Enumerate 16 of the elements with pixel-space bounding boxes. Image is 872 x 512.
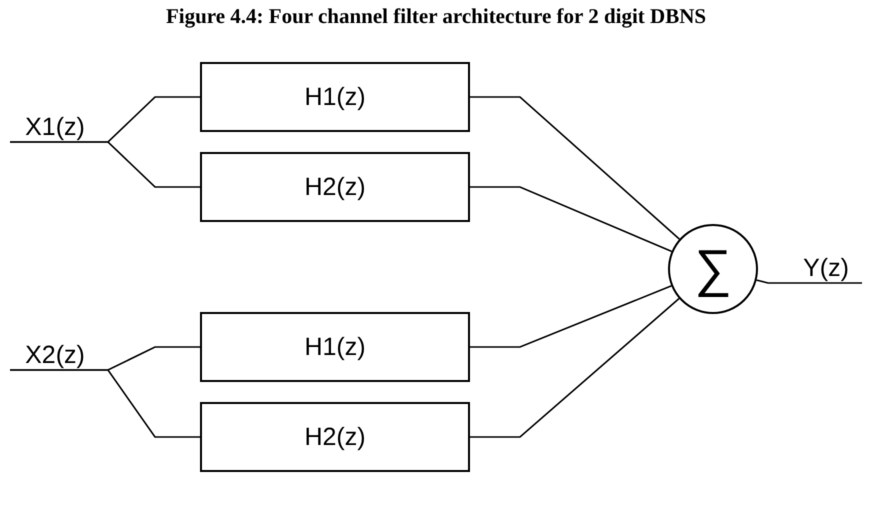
filter-box: H2(z) (200, 402, 470, 472)
connector-line (9, 369, 200, 438)
connector-line (756, 279, 863, 284)
input-label: X2(z) (25, 343, 85, 370)
filter-box: H1(z) (200, 62, 470, 132)
connector-line (470, 186, 672, 252)
figure-title: Figure 4.4: Four channel filter architecture for 2 digit DBNS (164, 4, 708, 29)
filter-box: H2(z) (200, 152, 470, 222)
output-label: Y(z) (803, 256, 849, 283)
input-label: X1(z) (25, 115, 85, 142)
connector-line (470, 285, 672, 348)
summation-circle: ∑ (668, 224, 758, 314)
connector-line (470, 96, 680, 240)
connector-line (470, 298, 680, 438)
connector-line (9, 141, 200, 188)
filter-box: H1(z) (200, 312, 470, 382)
